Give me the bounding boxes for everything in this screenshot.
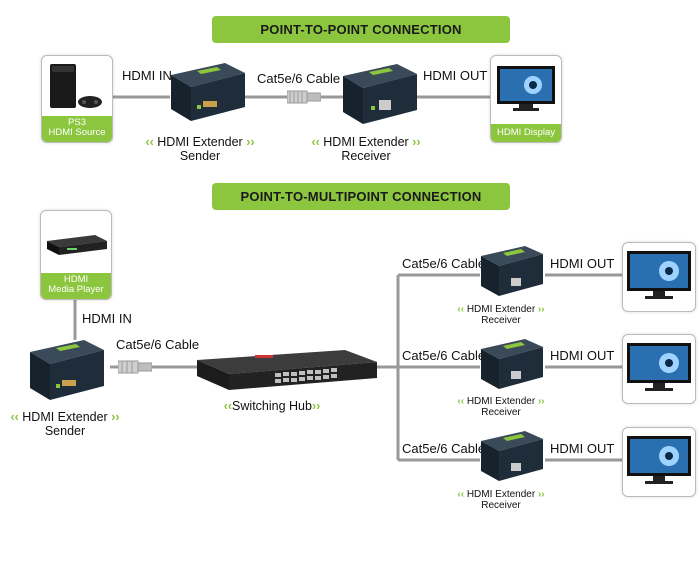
ps3-label: PS3 <box>68 117 86 128</box>
hdmi-display-label: HDMI Display <box>496 127 556 138</box>
branch1-hdmi-out-label: HDMI OUT <box>550 256 615 271</box>
p2mp-sender-line1: HDMI Extender <box>22 410 108 424</box>
extender-sender-icon <box>30 340 104 400</box>
branch3-display-card <box>622 427 696 497</box>
hdmi-display-icon <box>497 66 555 111</box>
hdmi-display-icon <box>627 251 691 299</box>
p2p-receiver-line1: HDMI Extender <box>323 135 409 149</box>
hub-caption: ‹‹Switching Hub›› <box>223 399 321 413</box>
p2mp-cable-label: Cat5e/6 Cable <box>116 337 200 352</box>
branch2-receiver-line2: Receiver <box>481 407 521 418</box>
branch2-cable-label: Cat5e/6 Cable <box>402 348 486 363</box>
p2p-hdmi-in-label: HDMI IN <box>122 68 172 83</box>
p2p-hdmi-out-label: HDMI OUT <box>423 68 488 83</box>
branch3-receiver-line2: Receiver <box>481 500 521 511</box>
p2p-sender-caption: ‹‹ HDMI Extender ›› Sender <box>145 135 255 163</box>
rj45-plug-icon <box>287 90 321 104</box>
p2p-cable-label: Cat5e/6 Cable <box>257 71 341 86</box>
ps3-console-icon <box>50 64 102 108</box>
branch3-hdmi-out-label: HDMI OUT <box>550 441 615 456</box>
branch3-receiver-caption: ‹‹ HDMI Extender ›› Receiver <box>457 489 545 511</box>
media-player-icon <box>47 235 107 255</box>
branch1-cable-label: Cat5e/6 Cable <box>402 256 486 271</box>
branch1-receiver-line2: Receiver <box>481 315 521 326</box>
branch1-receiver-line1: HDMI Extender <box>466 304 536 315</box>
branch2-receiver-line1: HDMI Extender <box>466 396 536 407</box>
media-player-label1: HDMI <box>63 274 89 285</box>
hdmi-display-icon <box>627 436 691 484</box>
p2mp-hdmi-in-label: HDMI IN <box>82 311 132 326</box>
media-player-label2: Media Player <box>48 284 104 295</box>
branch1-receiver-caption: ‹‹ HDMI Extender ›› Receiver <box>457 304 545 326</box>
extender-receiver-icon <box>343 64 417 124</box>
branch3-receiver-line1: HDMI Extender <box>466 489 536 500</box>
rj45-plug-icon <box>118 360 152 374</box>
p2mp-sender-caption: ‹‹ HDMI Extender ›› Sender <box>10 410 120 438</box>
extender-sender-icon <box>171 63 245 121</box>
branch3-cable-label: Cat5e/6 Cable <box>402 441 486 456</box>
media-player-card: HDMI Media Player <box>40 210 112 300</box>
branch2-display-card <box>622 334 696 404</box>
p2p-sender-line1: HDMI Extender <box>157 135 243 149</box>
hdmi-source-label: HDMI Source <box>48 127 106 138</box>
p2p-banner: POINT-TO-POINT CONNECTION <box>212 16 510 43</box>
p2p-sender-line2: Sender <box>179 149 221 163</box>
hub-label: Switching Hub <box>232 399 312 413</box>
hdmi-display-card: HDMI Display <box>490 55 562 143</box>
extender-receiver-icon <box>481 339 543 389</box>
switching-hub-icon <box>197 350 377 390</box>
p2p-receiver-caption: ‹‹ HDMI Extender ›› Receiver <box>311 135 421 163</box>
extender-receiver-icon <box>481 246 543 296</box>
branch1-display-card <box>622 242 696 312</box>
extender-receiver-icon <box>481 431 543 481</box>
p2mp-banner: POINT-TO-MULTIPOINT CONNECTION <box>212 183 510 210</box>
branch2-receiver-caption: ‹‹ HDMI Extender ›› Receiver <box>457 396 545 418</box>
p2mp-sender-line2: Sender <box>44 424 86 438</box>
hdmi-display-icon <box>627 343 691 391</box>
p2p-receiver-line2: Receiver <box>341 149 391 163</box>
ps3-source-card: PS3 HDMI Source <box>41 55 113 143</box>
branch2-hdmi-out-label: HDMI OUT <box>550 348 615 363</box>
